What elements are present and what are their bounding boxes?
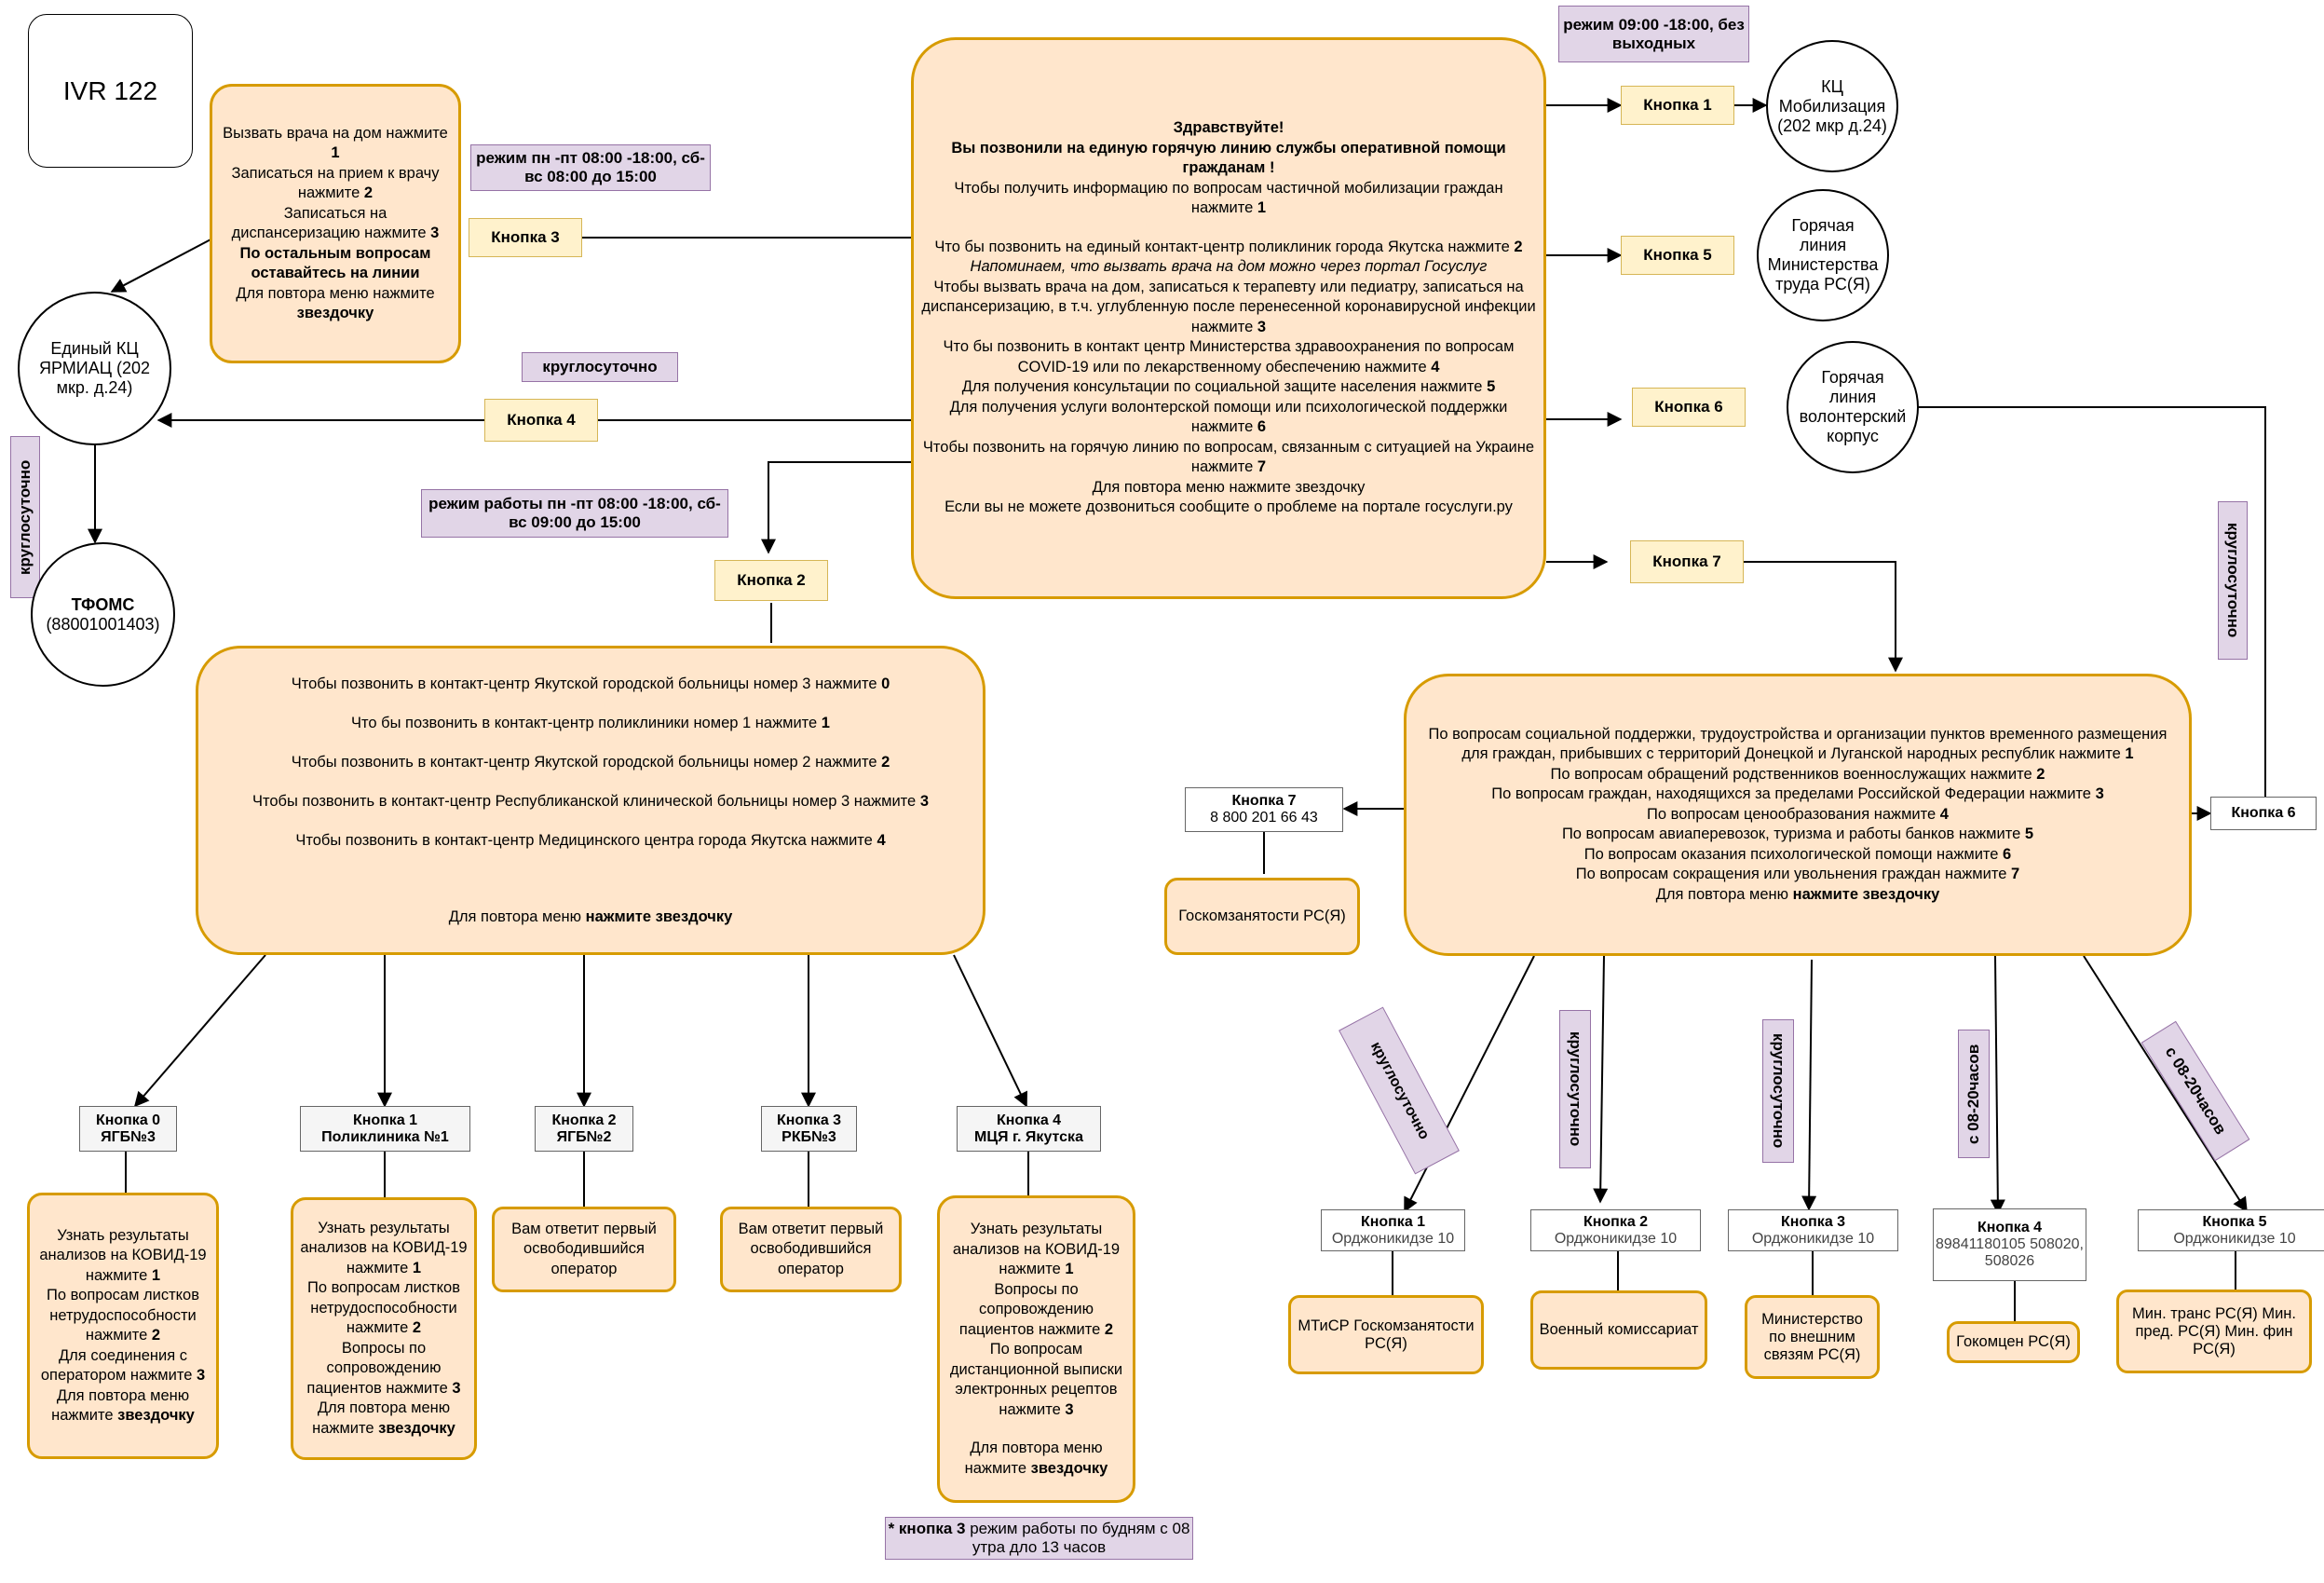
menu-line: Для соединения с оператором нажмите 3 <box>40 1346 206 1385</box>
menu7-button-7: Кнопка 7 8 800 201 66 43 <box>1185 787 1343 832</box>
button-7-node: Кнопка 7 <box>1630 540 1744 583</box>
menu-line: Вопросы по сопровождению пациентов нажми… <box>306 1339 461 1397</box>
menu-line: По вопросам сокращения или увольнения гр… <box>1575 866 2020 883</box>
menu-line: Чтобы позвонить в контакт-центр Якутской… <box>291 754 890 771</box>
menu-line: Что бы позвонить на единый контакт-центр… <box>934 238 1523 255</box>
menu-line: Чтобы позвонить в контакт-центр Республи… <box>251 793 930 810</box>
round-clock-note-b2: круглосуточно <box>1559 1010 1591 1168</box>
menu-line: По вопросам граждан, находящихся за пред… <box>1491 785 2104 803</box>
footnote-k3: * кнопка 3 режим работы по будням с 08 у… <box>885 1517 1193 1560</box>
button-3-node: Кнопка 3 <box>469 218 582 257</box>
yarmiac-circle: Единый КЦ ЯРМИАЦ (202 мкр. д.24) <box>18 292 171 445</box>
menu-line: Если вы не можете дозвониться сообщите о… <box>945 498 1513 516</box>
main-menu-node: Здравствуйте! Вы позвонили на единую горя… <box>911 37 1546 599</box>
menu-line: Для получения консультации по социальной… <box>961 378 1496 396</box>
menu-line: Для повтора меню нажмите звездочку <box>448 908 733 925</box>
menu-line: По вопросам обращений родственников воен… <box>1550 765 2045 783</box>
menu-line: Вопросы по сопровождению пациентов нажми… <box>958 1280 1114 1338</box>
ygb3-submenu: Узнать результаты анализов на КОВИД-19 н… <box>27 1193 219 1459</box>
tfoms-phone: (88001001403) <box>46 614 160 634</box>
menu-line: Чтобы позвонить в контакт-центр Медицинс… <box>295 832 886 849</box>
ukraine-org-2: Военный комиссариат <box>1530 1290 1707 1370</box>
menu-line: По вопросам социальной поддержки, трудоу… <box>1428 725 2168 763</box>
ukraine-org-3: Министерство по внешним связям РС(Я) <box>1745 1295 1880 1379</box>
menu-line: Для повтора меню нажмите звездочку <box>51 1386 195 1425</box>
menu-line: По остальным вопросам оставайтесь на лин… <box>239 244 431 282</box>
polyclinic1-submenu: Узнать результаты анализов на КОВИД-19 н… <box>291 1197 477 1460</box>
menu-line: Для повтора меню нажмите звездочку <box>236 284 435 322</box>
ygb2-operator-node: Вам ответит первый освободившийся операт… <box>492 1207 676 1292</box>
menu-line: Вы позвонили на единую горячую линию слу… <box>951 139 1506 177</box>
menu-line: По вопросам оказания психологической пом… <box>1583 845 2012 863</box>
menu-line: Чтобы вызвать врача на дом, записаться к… <box>921 278 1536 335</box>
menu-line: Чтобы позвонить на горячую линию по вопр… <box>922 438 1535 476</box>
menu-line: Что бы позвонить в контакт-центр поликли… <box>351 715 830 731</box>
menu-line: Вызвать врача на дом нажмите 1 <box>223 124 448 162</box>
menu-line: Узнать результаты анализов на КОВИД-19 н… <box>39 1226 207 1284</box>
menu-line: По вопросам дистанционной выписки электр… <box>949 1341 1123 1418</box>
round-clock-note-left: круглосуточно <box>10 436 40 598</box>
round-clock-note-right: круглосуточно <box>2218 501 2248 660</box>
hours-8-20-note: с 08-20часов <box>1958 1030 1990 1158</box>
kc-mobilization-circle: КЦ Мобилизация (202 мкр д.24) <box>1766 40 1898 172</box>
polyclinic-menu-node: Чтобы позвонить в контакт-центр Якутской… <box>196 646 985 955</box>
ukraine-org-1: МТиСР Госкомзанятости РС(Я) <box>1288 1295 1484 1374</box>
menu-line: Напоминаем, что вызвать врача на дом мож… <box>970 258 1488 276</box>
tfoms-circle: ТФОМС (88001001403) <box>31 542 175 687</box>
round-clock-note: круглосуточно <box>522 352 678 382</box>
labor-ministry-circle: Горячая линия Министерства труда РС(Я) <box>1757 189 1889 321</box>
button-5-node: Кнопка 5 <box>1621 236 1734 275</box>
mcya-submenu: Узнать результаты анализов на КОВИД-19 н… <box>937 1195 1135 1503</box>
menu-line: Записаться на прием к врачу нажмите 2 <box>231 164 440 202</box>
menu-line: Для повтора меню нажмите звездочку <box>964 1440 1108 1477</box>
menu-line: Узнать результаты анализов на КОВИД-19 н… <box>300 1219 468 1276</box>
ukraine-org-4: Гокомцен РС(Я) <box>1947 1321 2080 1363</box>
menu-line: Для повтора меню нажмите звездочку <box>1092 478 1366 496</box>
menu-line: По вопросам ценообразования нажмите 4 <box>1647 805 1949 823</box>
goszan-node: Госкомзанятости РС(Я) <box>1164 878 1360 955</box>
menu-line: По вопросам листков нетрудоспособности н… <box>306 1279 461 1337</box>
menu-line: Чтобы позвонить в контакт-центр Якутской… <box>291 676 890 692</box>
menu7-button-6: Кнопка 6 <box>2210 797 2317 830</box>
tfoms-name: ТФОМС <box>71 594 135 614</box>
menu-line: Узнать результаты анализов на КОВИД-19 н… <box>952 1221 1121 1277</box>
menu-line: По вопросам авиаперевозок, туризма и раб… <box>1561 826 2034 843</box>
mode-k2-note: режим работы пн -пт 08:00 -18:00, сб-вс … <box>421 489 728 538</box>
button-4-node: Кнопка 4 <box>484 399 598 442</box>
volunteer-corps-circle: Горячая линия волонтерский корпус <box>1787 341 1919 473</box>
menu-line: Записаться на диспансеризацию нажмите 3 <box>231 204 440 242</box>
menu7-button-7-phone: 8 800 201 66 43 <box>1210 810 1318 826</box>
ukraine-menu-node: По вопросам социальной поддержки, трудоу… <box>1404 674 2192 956</box>
button-2-node: Кнопка 2 <box>714 560 828 601</box>
round-clock-note-b3: круглосуточно <box>1762 1019 1794 1163</box>
ivr-title: IVR 122 <box>28 14 193 168</box>
menu-line: Что бы позвонить в контакт центр Министе… <box>943 338 1515 375</box>
mode-daily-note: режим 09:00 -18:00, без выходных <box>1558 6 1749 62</box>
menu-line: По вопросам листков нетрудоспособности н… <box>46 1287 200 1344</box>
rkb3-operator-node: Вам ответит первый освободившийся операт… <box>720 1207 902 1292</box>
menu-line: Чтобы получить информацию по вопросам ча… <box>954 179 1503 217</box>
button-1-node: Кнопка 1 <box>1621 86 1734 125</box>
mode-k3-note: режим пн -пт 08:00 -18:00, сб-вс 08:00 д… <box>470 144 711 191</box>
menu-line: Для повтора меню нажмите звездочку <box>312 1399 455 1437</box>
menu-line: Для получения услуги волонтерской помощи… <box>949 398 1508 436</box>
ukraine-org-5: Мин. транс РС(Я) Мин. пред. РС(Я) Мин. ф… <box>2116 1290 2312 1373</box>
button-6-node: Кнопка 6 <box>1632 388 1746 427</box>
menu-line: Здравствуйте! <box>1173 119 1284 137</box>
menu7-button-7-label: Кнопка 7 <box>1231 793 1297 809</box>
menu-line: Для повтора меню нажмите звездочку <box>1655 885 1940 903</box>
